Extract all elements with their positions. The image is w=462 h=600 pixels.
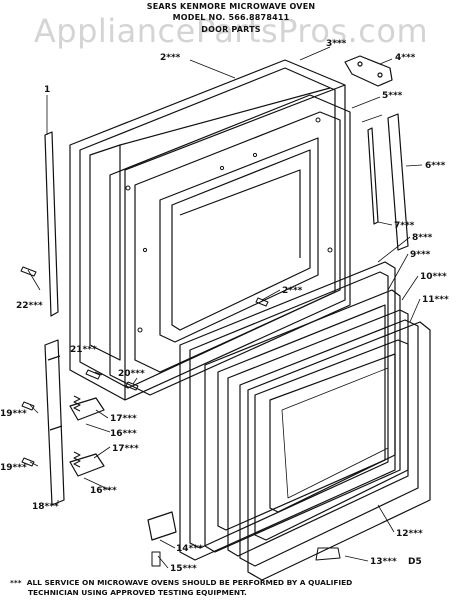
hinge-arm-lower <box>69 453 105 477</box>
callout-6: 6*** <box>425 161 446 171</box>
callout-19b: 19*** <box>0 463 27 473</box>
callout-3: 3*** <box>326 39 347 49</box>
leader-lines <box>27 46 423 569</box>
callout-22: 22*** <box>16 301 43 311</box>
spring-icon <box>73 395 81 468</box>
bottom-hinge-bracket <box>147 511 177 541</box>
callout-8: 8*** <box>412 233 433 243</box>
callout-1: 1 <box>44 85 50 95</box>
watermark: AppliancePartsPros.com <box>33 12 429 50</box>
section-title: DOOR PARTS <box>201 25 261 34</box>
door-screen-9 <box>204 289 401 553</box>
door-trim-12 <box>247 321 431 581</box>
callout-16a: 16*** <box>110 429 137 439</box>
callout-19a: 19*** <box>0 409 27 419</box>
callout-11: 11*** <box>422 295 449 305</box>
callout-20: 20*** <box>118 369 145 379</box>
callout-18: 18*** <box>32 502 59 512</box>
diagram-code: D5 <box>408 557 422 567</box>
diagram-title: SEARS KENMORE MICROWAVE OVEN <box>146 2 316 11</box>
door-panel-10 <box>227 309 409 557</box>
rod <box>367 127 379 225</box>
inner-door-frame <box>109 94 351 396</box>
callout-17b: 17*** <box>112 444 139 454</box>
door-panel-8 <box>179 261 396 561</box>
callout-7: 7*** <box>394 221 415 231</box>
callout-2b: 2*** <box>282 286 303 296</box>
callout-17a: 17*** <box>110 414 137 424</box>
callout-16b: 16*** <box>90 486 117 496</box>
outer-door-frame <box>69 59 346 401</box>
door-glass-11 <box>239 319 419 567</box>
model-number: MODEL NO. 566.8878411 <box>172 13 290 22</box>
hinge-plate <box>44 339 65 506</box>
latch-bracket <box>344 55 393 87</box>
hinge-arm-upper <box>69 397 105 421</box>
callout-10: 10*** <box>420 272 447 282</box>
callout-5: 5*** <box>382 91 403 101</box>
door-seal-strip <box>44 131 59 317</box>
callout-13: 13*** <box>370 557 397 567</box>
callout-4: 4*** <box>395 53 416 63</box>
choke-strip <box>387 113 409 251</box>
callout-12: 12*** <box>396 529 423 539</box>
callout-15: 15*** <box>170 564 197 574</box>
callout-2: 2*** <box>160 53 181 63</box>
callout-14: 14*** <box>176 544 203 554</box>
frame-screw-holes <box>125 117 333 333</box>
callout-9: 9*** <box>410 250 431 260</box>
screw-icon <box>20 266 341 567</box>
callout-21: 21*** <box>70 345 97 355</box>
service-notice: *** ALL SERVICE ON MICROWAVE OVENS SHOUL… <box>10 578 353 597</box>
